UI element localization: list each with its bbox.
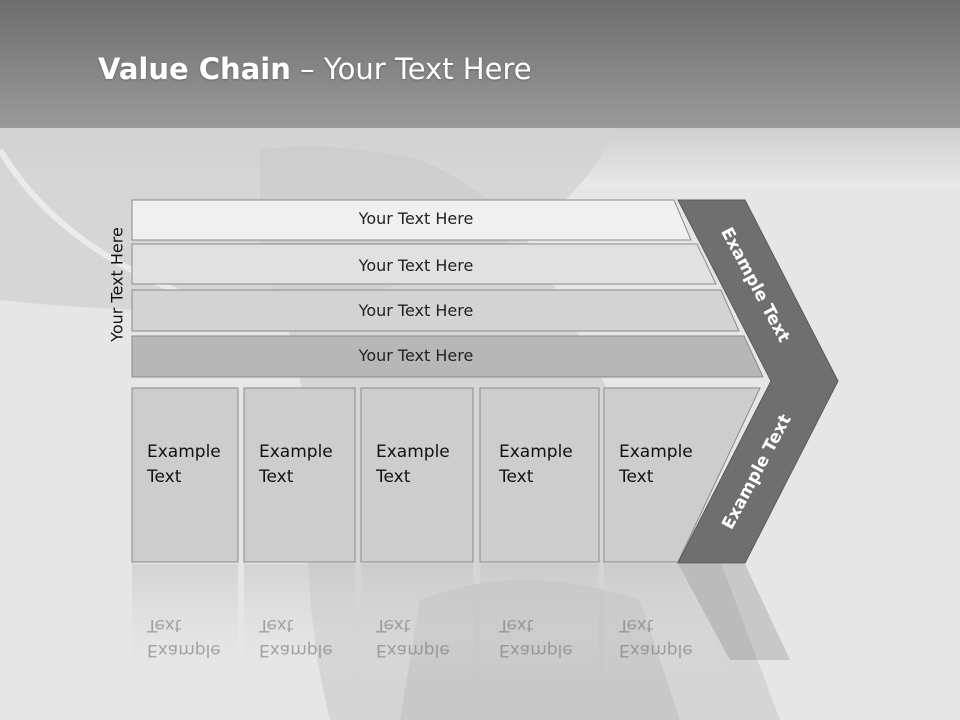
band-4-shape <box>131 335 764 378</box>
box-4-label: Example Text <box>499 442 573 487</box>
box-3-label: Example Text <box>376 442 450 487</box>
title-rest: – Your Text Here <box>290 52 532 86</box>
slide-title: Value Chain – Your Text Here <box>98 52 532 86</box>
band-3-label: Your Text Here <box>358 301 474 320</box>
box-4-reflection: Example Text <box>499 615 573 660</box>
box-4: Example Text <box>484 388 599 562</box>
band-2-shape <box>131 243 717 285</box>
box-1-reflection: Example Text <box>147 615 221 660</box>
box-5: Example Text <box>604 388 724 562</box>
band-3-shape <box>131 289 740 332</box>
box-2-reflection: Example Text <box>259 615 333 660</box>
box-1: Example Text <box>132 388 238 562</box>
box-3-shape <box>360 387 474 563</box>
box-4-shape <box>479 387 600 563</box>
band-1-shape <box>131 199 692 241</box>
box-1-label: Example Text <box>147 442 221 487</box>
box-2-label: Example Text <box>259 442 333 487</box>
box-3-reflection: Example Text <box>376 615 450 660</box>
band-1-label: Your Text Here <box>358 209 474 228</box>
band-4-label: Your Text Here <box>358 346 474 365</box>
box-2: Example Text <box>244 388 355 562</box>
arrow-head-shape <box>677 199 839 564</box>
box-1-shape <box>131 387 239 563</box>
box-3: Example Text <box>361 388 473 562</box>
box-5-reflection: Example Text <box>619 615 693 660</box>
title-bold: Value Chain <box>98 52 291 86</box>
band-2-label: Your Text Here <box>358 256 474 275</box>
box-5-label: Example Text <box>619 442 693 487</box>
box-2-shape <box>243 387 356 563</box>
